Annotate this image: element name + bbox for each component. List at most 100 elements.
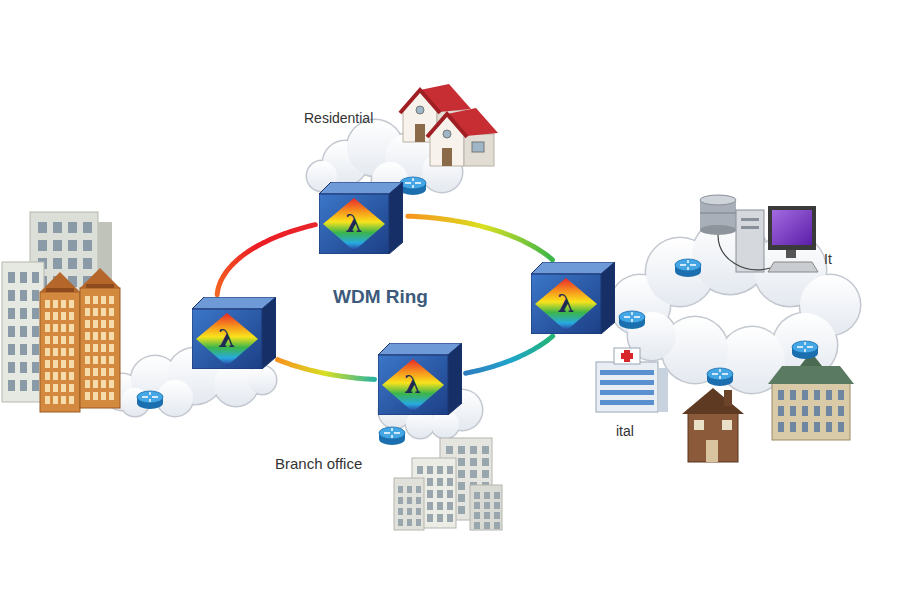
window <box>20 380 27 391</box>
window <box>437 478 443 486</box>
window <box>790 390 796 400</box>
window <box>53 312 58 320</box>
window <box>826 390 832 400</box>
window <box>407 486 412 493</box>
window <box>69 360 74 368</box>
window <box>416 486 421 493</box>
window <box>45 360 50 368</box>
window <box>45 324 50 332</box>
wdm-node: λ <box>378 343 462 415</box>
window <box>482 470 489 478</box>
router-top <box>137 391 163 403</box>
window <box>427 514 433 522</box>
window <box>407 497 412 504</box>
window <box>416 508 421 515</box>
window <box>458 506 465 514</box>
monitor-screen <box>772 210 812 245</box>
window <box>416 497 421 504</box>
router-arrows <box>712 369 728 379</box>
window <box>494 512 500 519</box>
ring-title: WDM Ring <box>333 287 428 308</box>
window <box>109 392 114 400</box>
ring-segment <box>278 360 375 380</box>
mansion-roof <box>768 366 854 384</box>
ring-segment <box>217 225 315 295</box>
window <box>8 308 15 319</box>
pc-tower <box>736 210 764 272</box>
window <box>447 514 453 522</box>
window <box>53 360 58 368</box>
window <box>109 368 114 376</box>
window <box>83 258 92 269</box>
window <box>32 380 39 391</box>
tower <box>40 292 80 412</box>
house-door <box>442 148 452 166</box>
cottage-door <box>706 440 718 462</box>
window <box>85 368 90 376</box>
window <box>32 344 39 355</box>
window <box>458 494 465 502</box>
window-band <box>600 370 654 375</box>
window <box>45 372 50 380</box>
window <box>93 380 98 388</box>
window <box>470 446 477 454</box>
pc-slot <box>741 226 759 229</box>
building <box>440 438 492 520</box>
window <box>93 392 98 400</box>
window <box>20 308 27 319</box>
window <box>474 512 480 519</box>
place-label: ital <box>616 424 634 439</box>
tower-roof <box>80 268 120 288</box>
server-line <box>700 213 736 214</box>
cube-front <box>531 274 601 334</box>
cottage-body <box>688 410 738 462</box>
house-window <box>472 142 484 152</box>
router-icon <box>400 177 426 195</box>
house-window <box>443 130 451 138</box>
window <box>53 348 58 356</box>
window <box>8 344 15 355</box>
window <box>53 384 58 392</box>
window <box>474 492 480 499</box>
window <box>790 406 796 416</box>
house-wall <box>464 134 494 166</box>
router-top <box>400 177 426 189</box>
window <box>778 406 784 416</box>
wdm-node: λ <box>192 297 276 369</box>
ring-segment <box>466 336 553 373</box>
window <box>470 458 477 466</box>
window <box>32 272 39 283</box>
router-top <box>707 368 733 380</box>
window <box>101 308 106 316</box>
window <box>32 326 39 337</box>
window <box>45 336 50 344</box>
window <box>814 390 820 400</box>
hospital-side <box>658 368 668 412</box>
window <box>101 296 106 304</box>
server-top <box>700 195 736 205</box>
house-window <box>416 106 424 114</box>
window <box>85 380 90 388</box>
window <box>85 344 90 352</box>
window <box>484 522 490 529</box>
mansion-icon <box>768 352 854 440</box>
window-band <box>600 400 654 405</box>
window <box>437 490 443 498</box>
window <box>458 446 465 454</box>
window <box>83 240 92 251</box>
window <box>32 290 39 301</box>
window-band <box>600 380 654 385</box>
chimney <box>724 390 732 406</box>
window <box>826 422 832 432</box>
tower <box>80 288 120 408</box>
window <box>722 420 732 430</box>
monitor-frame <box>768 206 816 250</box>
window <box>8 380 15 391</box>
window <box>474 502 480 509</box>
server-bottom <box>700 225 736 235</box>
window <box>20 362 27 373</box>
window <box>53 396 58 404</box>
cube-side <box>262 297 276 369</box>
window <box>814 422 820 432</box>
window <box>109 308 114 316</box>
